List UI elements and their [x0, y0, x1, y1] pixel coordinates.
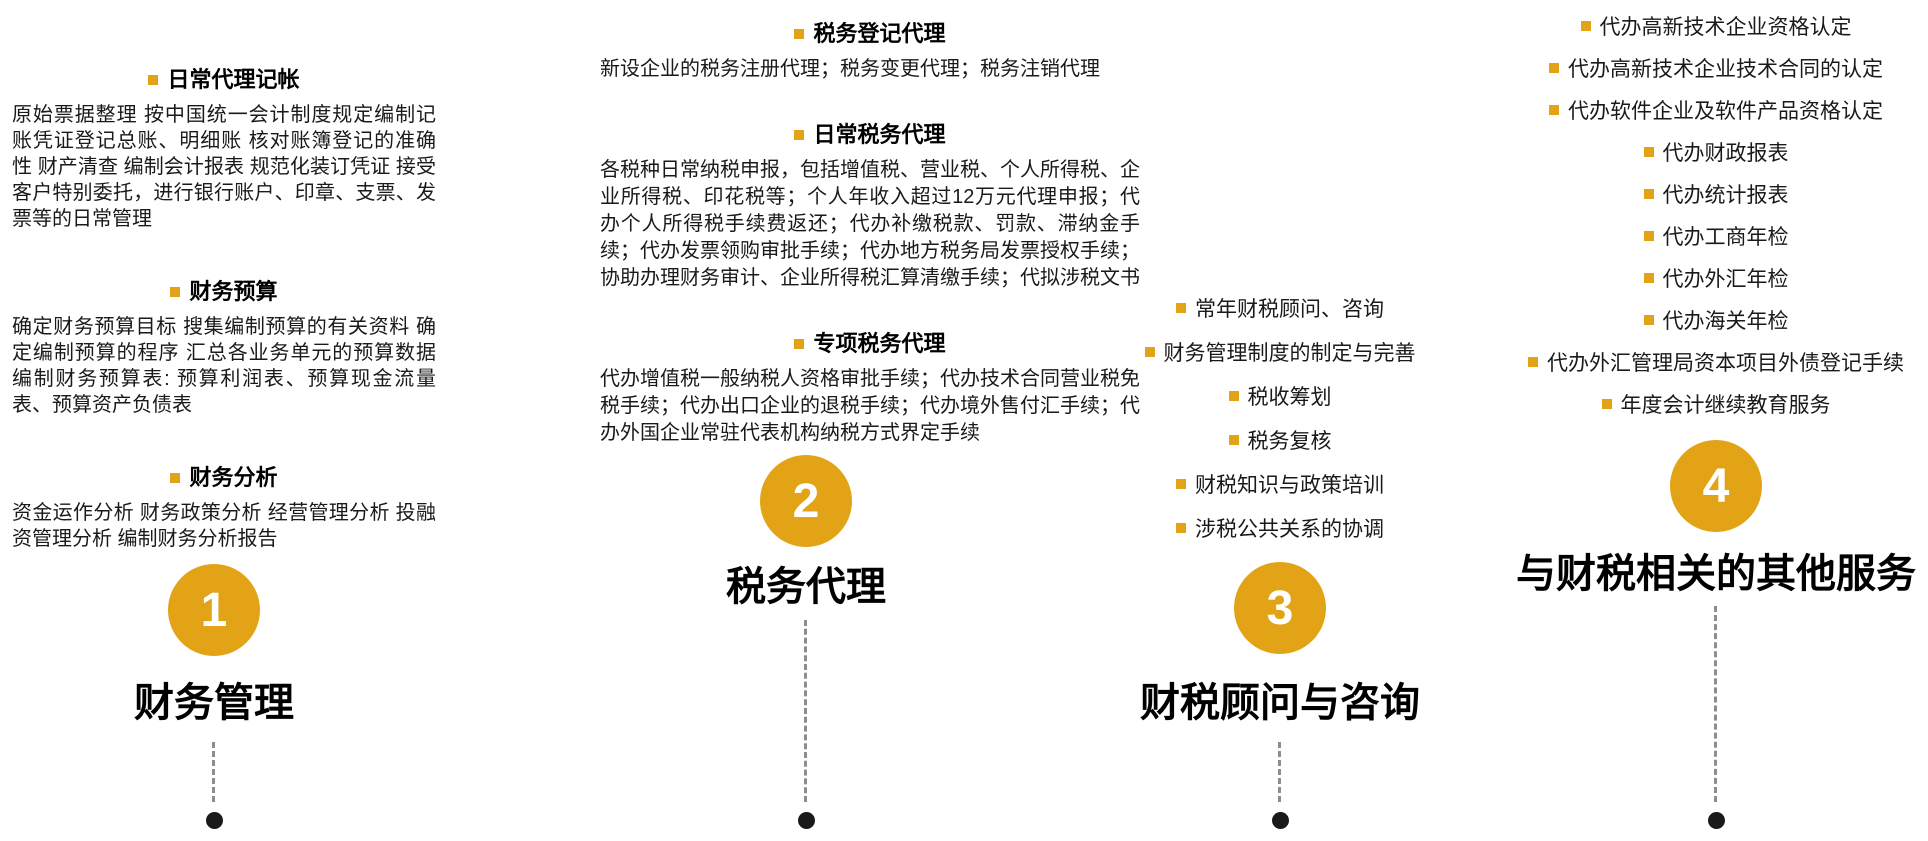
- column-title-advisory-consulting: 财税顾问与咨询: [1140, 680, 1420, 725]
- section-financial-analysis: 财务分析 资金运作分析 财务政策分析 经营管理分析 投融资管理分析 编制财务分析…: [12, 464, 436, 552]
- bullet-square-icon: [794, 339, 805, 349]
- bullet-square-icon: [794, 130, 805, 140]
- section-heading-text: 财务分析: [189, 465, 278, 490]
- bullet-square-icon: [1601, 399, 1612, 409]
- service-item: 代办外汇管理局资本项目外债登记手续: [1480, 348, 1928, 376]
- section-heading-text: 专项税务代理: [813, 331, 946, 356]
- column-2-sections: 税务登记代理 新设企业的税务注册代理；税务变更代理；税务注销代理 日常税务代理 …: [600, 20, 1140, 447]
- section-body: 原始票据整理 按中国统一会计制度规定编制记账凭证登记总账、明细账 核对账簿登记的…: [12, 104, 436, 230]
- column-3-items: 常年财税顾问、咨询 财务管理制度的制定与完善 税收筹划 税务复核 财税知识与政策…: [1075, 294, 1485, 558]
- step-number-circle-3: 3: [1234, 562, 1326, 654]
- step-number-circle-2: 2: [760, 455, 852, 547]
- section-body: 新设企业的税务注册代理；税务变更代理；税务注销代理: [600, 58, 1100, 80]
- connector-dashed-line-3: [1278, 742, 1281, 802]
- service-item: 常年财税顾问、咨询: [1075, 294, 1485, 322]
- bullet-square-icon: [1176, 479, 1186, 489]
- service-item-text: 代办高新技术企业资格认定: [1599, 16, 1852, 39]
- service-item-text: 财税知识与政策培训: [1195, 474, 1384, 497]
- section-daily-bookkeeping: 日常代理记帐 原始票据整理 按中国统一会计制度规定编制记账凭证登记总账、明细账 …: [12, 66, 436, 232]
- bullet-square-icon: [148, 75, 159, 85]
- section-heading: 税务登记代理: [600, 20, 1140, 48]
- service-item-text: 代办统计报表: [1662, 184, 1789, 207]
- bullet-square-icon: [1580, 21, 1591, 31]
- bullet-square-icon: [1643, 273, 1654, 283]
- service-item: 财务管理制度的制定与完善: [1075, 338, 1485, 366]
- service-item: 代办高新技术企业技术合同的认定: [1480, 54, 1928, 82]
- section-body: 确定财务预算目标 搜集编制预算的有关资料 确定编制预算的程序 汇总各业务单元的预…: [12, 316, 436, 416]
- service-item: 代办高新技术企业资格认定: [1480, 12, 1928, 40]
- section-special-tax-agency: 专项税务代理 代办增值税一般纳税人资格审批手续；代办技术合同营业税免税手续；代办…: [600, 330, 1140, 447]
- bullet-square-icon: [794, 29, 805, 39]
- connector-dashed-line-1: [212, 742, 215, 802]
- service-item: 代办统计报表: [1480, 180, 1928, 208]
- column-title-financial-management: 财务管理: [134, 680, 294, 725]
- section-heading: 财务分析: [12, 464, 436, 492]
- section-heading-text: 税务登记代理: [813, 21, 946, 46]
- section-heading: 财务预算: [12, 278, 436, 306]
- bullet-square-icon: [1643, 189, 1654, 199]
- service-item-text: 代办软件企业及软件产品资格认定: [1568, 100, 1883, 123]
- service-item-text: 代办外汇管理局资本项目外债登记手续: [1547, 352, 1904, 375]
- section-tax-registration: 税务登记代理 新设企业的税务注册代理；税务变更代理；税务注销代理: [600, 20, 1140, 83]
- service-item: 年度会计继续教育服务: [1480, 390, 1928, 418]
- connector-end-dot-3: [1272, 812, 1289, 829]
- service-item: 涉税公共关系的协调: [1075, 514, 1485, 542]
- bullet-square-icon: [1176, 303, 1186, 313]
- step-number-circle-1: 1: [168, 564, 260, 656]
- service-item: 代办外汇年检: [1480, 264, 1928, 292]
- service-item-text: 年度会计继续教育服务: [1620, 394, 1831, 417]
- service-item-text: 税收筹划: [1247, 386, 1332, 409]
- column-title-other-services: 与财税相关的其他服务: [1516, 551, 1916, 596]
- service-item: 代办财政报表: [1480, 138, 1928, 166]
- section-heading: 日常税务代理: [600, 121, 1140, 149]
- section-financial-budget: 财务预算 确定财务预算目标 搜集编制预算的有关资料 确定编制预算的程序 汇总各业…: [12, 278, 436, 418]
- service-item: 财税知识与政策培训: [1075, 470, 1485, 498]
- step-number-circle-4: 4: [1670, 440, 1762, 532]
- column-title-tax-agency: 税务代理: [726, 564, 886, 609]
- bullet-square-icon: [1144, 347, 1155, 357]
- section-heading: 日常代理记帐: [12, 66, 436, 94]
- bullet-square-icon: [1643, 231, 1654, 241]
- service-item-text: 财务管理制度的制定与完善: [1163, 342, 1416, 365]
- section-heading-text: 日常代理记帐: [167, 67, 300, 92]
- service-item-text: 税务复核: [1247, 430, 1332, 453]
- connector-end-dot-4: [1708, 812, 1725, 829]
- bullet-square-icon: [1549, 105, 1559, 115]
- service-item: 税收筹划: [1075, 382, 1485, 410]
- bullet-square-icon: [1549, 63, 1559, 73]
- service-item-text: 代办财政报表: [1662, 142, 1789, 165]
- section-heading-text: 财务预算: [189, 279, 278, 304]
- service-item-text: 代办高新技术企业技术合同的认定: [1568, 58, 1883, 81]
- bullet-square-icon: [170, 473, 181, 483]
- bullet-square-icon: [1176, 523, 1186, 533]
- section-heading: 专项税务代理: [600, 330, 1140, 358]
- service-item: 代办软件企业及软件产品资格认定: [1480, 96, 1928, 124]
- section-body: 资金运作分析 财务政策分析 经营管理分析 投融资管理分析 编制财务分析报告: [12, 502, 436, 550]
- bullet-square-icon: [1643, 315, 1654, 325]
- service-item-text: 常年财税顾问、咨询: [1195, 298, 1384, 321]
- service-item: 代办工商年检: [1480, 222, 1928, 250]
- service-item: 税务复核: [1075, 426, 1485, 454]
- connector-dashed-line-4: [1714, 606, 1717, 802]
- connector-end-dot-1: [206, 812, 223, 829]
- column-1-sections: 日常代理记帐 原始票据整理 按中国统一会计制度规定编制记账凭证登记总账、明细账 …: [12, 66, 436, 552]
- bullet-square-icon: [1228, 391, 1239, 401]
- service-item-text: 代办海关年检: [1662, 310, 1789, 333]
- section-body: 代办增值税一般纳税人资格审批手续；代办技术合同营业税免税手续；代办出口企业的退税…: [600, 368, 1140, 444]
- bullet-square-icon: [170, 287, 181, 297]
- section-body: 各税种日常纳税申报，包括增值税、营业税、个人所得税、企业所得税、印花税等；个人年…: [600, 159, 1140, 289]
- bullet-square-icon: [1643, 147, 1654, 157]
- connector-dashed-line-2: [804, 620, 807, 802]
- service-item-text: 代办外汇年检: [1662, 268, 1789, 291]
- column-4-items: 代办高新技术企业资格认定 代办高新技术企业技术合同的认定 代办软件企业及软件产品…: [1480, 12, 1928, 432]
- service-item-text: 代办工商年检: [1662, 226, 1789, 249]
- service-item-text: 涉税公共关系的协调: [1195, 518, 1384, 541]
- service-item: 代办海关年检: [1480, 306, 1928, 334]
- bullet-square-icon: [1228, 435, 1239, 445]
- section-heading-text: 日常税务代理: [813, 122, 946, 147]
- section-daily-tax-agency: 日常税务代理 各税种日常纳税申报，包括增值税、营业税、个人所得税、企业所得税、印…: [600, 121, 1140, 292]
- bullet-square-icon: [1528, 357, 1538, 367]
- connector-end-dot-2: [798, 812, 815, 829]
